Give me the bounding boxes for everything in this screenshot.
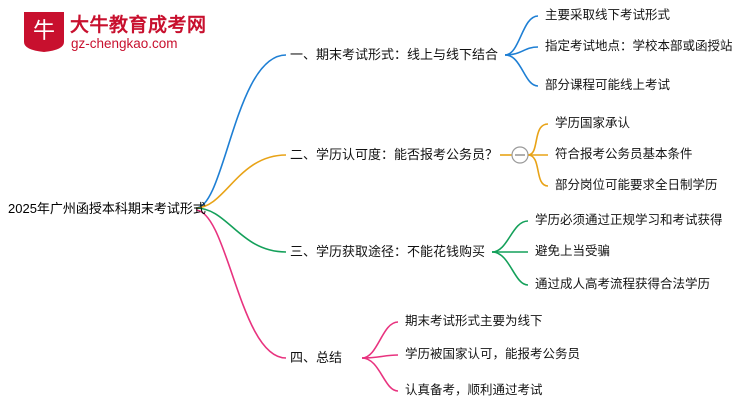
mindmap-leaf-4-1[interactable]: 期末考试形式主要为线下 bbox=[405, 314, 543, 328]
mindmap-branch-2-label[interactable]: 二、学历认可度：能否报考公务员？ bbox=[290, 147, 499, 162]
mindmap-leaf-1-1[interactable]: 主要采取线下考试形式 bbox=[545, 8, 671, 22]
mindmap-leaf-2-3[interactable]: 部分岗位可能要求全日制学历 bbox=[555, 178, 718, 192]
logo-subtitle: gz-chengkao.com bbox=[71, 36, 178, 51]
mindmap-leaf-3-3[interactable]: 通过成人高考流程获得合法学历 bbox=[535, 277, 711, 291]
mindmap-branch-3-label[interactable]: 三、学历获取途径：不能花钱购买 bbox=[290, 244, 486, 259]
mindmap-leaf-4-3[interactable]: 认真备考，顺利通过考试 bbox=[405, 383, 543, 397]
mindmap-leaf-3-1[interactable]: 学历必须通过正规学习和考试获得 bbox=[535, 213, 723, 227]
logo-title: 大牛教育成考网 bbox=[70, 15, 207, 36]
mindmap-branch-4-label[interactable]: 四、总结 bbox=[290, 350, 343, 365]
site-logo: 牛 大牛教育成考网 gz-chengkao.com bbox=[22, 8, 208, 60]
svg-text:牛: 牛 bbox=[33, 18, 55, 43]
mindmap-leaf-4-2[interactable]: 学历被国家认可，能报考公务员 bbox=[405, 347, 581, 361]
mindmap-leaf-2-2[interactable]: 符合报考公务员基本条件 bbox=[555, 147, 693, 161]
mindmap-branch-1-label[interactable]: 一、期末考试形式：线上与线下结合 bbox=[290, 47, 499, 62]
mindmap-leaf-1-2[interactable]: 指定考试地点：学校本部或函授站 bbox=[545, 39, 733, 53]
logo-badge-icon: 牛 bbox=[24, 12, 64, 52]
mindmap-leaf-3-2[interactable]: 避免上当受骗 bbox=[535, 244, 611, 258]
mindmap-root-label: 2025年广州函授本科期末考试形式 bbox=[8, 201, 206, 216]
mindmap-leaf-2-1[interactable]: 学历国家承认 bbox=[555, 116, 631, 130]
mindmap-leaf-1-3[interactable]: 部分课程可能线上考试 bbox=[545, 78, 671, 92]
